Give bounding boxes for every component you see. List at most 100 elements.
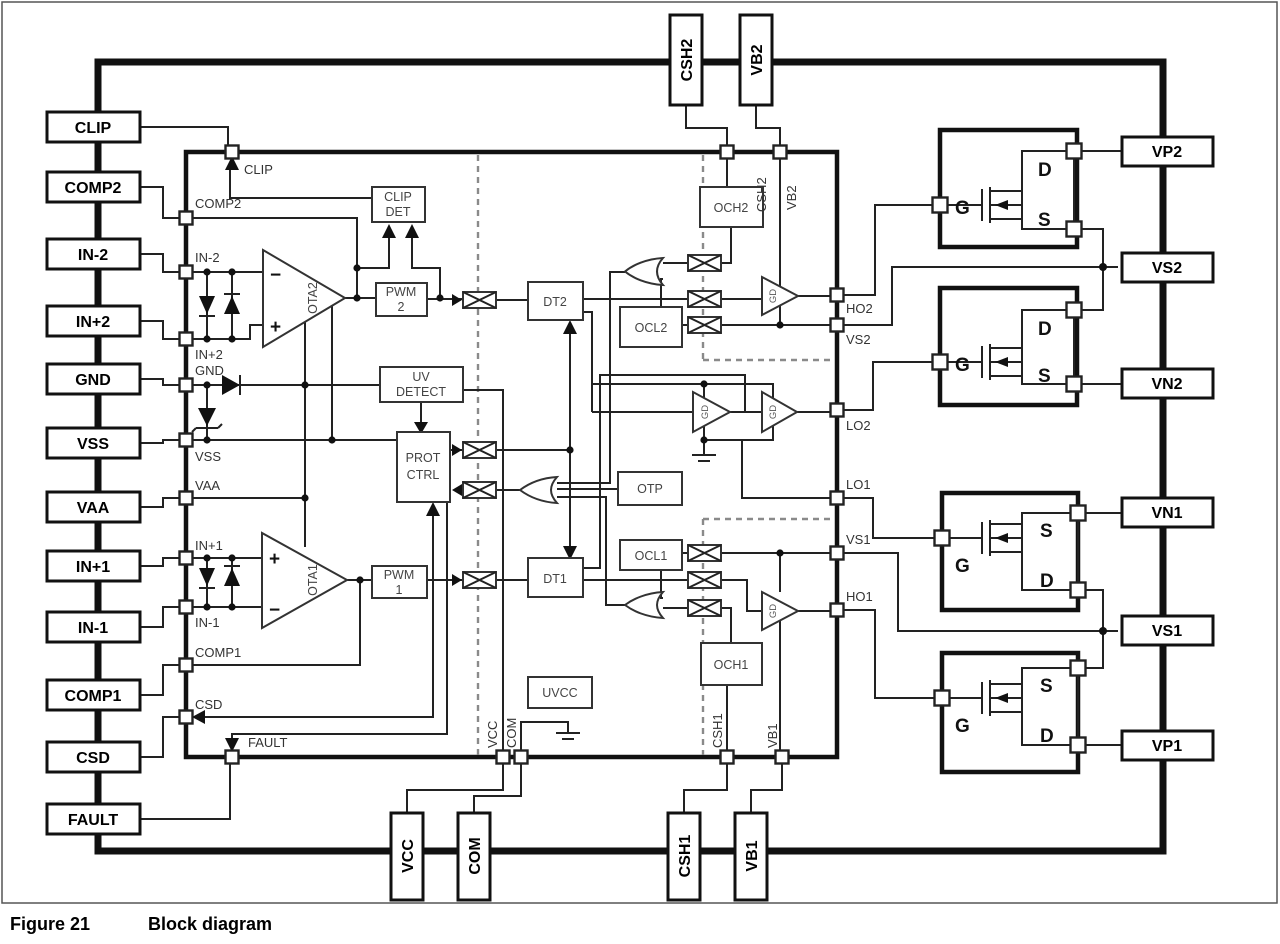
or-gate-prot-icon: [518, 475, 560, 505]
svg-text:CLIP: CLIP: [384, 190, 412, 204]
mosfet-ls1-icon: [949, 512, 1079, 591]
och2-block: [699, 186, 764, 228]
prot-ctrl-block: [396, 431, 451, 503]
or-gates: [518, 256, 666, 620]
net-vs1: VS1: [846, 532, 871, 547]
gate-drivers: GD GD GD GD: [692, 275, 801, 632]
pad-s-hs2: [1065, 220, 1083, 238]
net-vb2: VB2: [784, 185, 799, 210]
pad-comp2: [178, 210, 194, 226]
dt2-block: [527, 281, 584, 321]
csd-to-prot-arrow-icon: [426, 502, 440, 516]
gd-lo-b-symbol: [761, 390, 800, 434]
pin-csh1: CSH1: [666, 811, 702, 902]
signal-arrows: [192, 156, 577, 752]
pwm1-line2: 1: [396, 583, 403, 597]
hs1-g-label: G: [955, 716, 970, 737]
frames: [94, 58, 1167, 855]
svg-text:CSH2: CSH2: [679, 39, 696, 82]
svg-text:GND: GND: [75, 372, 111, 389]
net-comp2: COMP2: [195, 196, 241, 211]
mosfet-symbols: [947, 150, 1079, 746]
ocl2-block: [619, 306, 683, 348]
pad-g-hs1: [933, 689, 951, 707]
och1-block: [700, 642, 763, 686]
svg-text:IN-1: IN-1: [78, 620, 108, 637]
pad-fault: [224, 749, 240, 765]
ls-ocl2-icon: [687, 316, 722, 334]
pin-clip: CLIP: [45, 110, 142, 144]
hs1-s-label: S: [1040, 676, 1053, 697]
figure-border: [1, 1, 1278, 904]
pin-gnd: GND: [45, 362, 142, 396]
ls-och1-icon: [687, 599, 722, 617]
pad-gnd: [178, 377, 194, 393]
function-blocks: CLIP DET PWM 2 UV DETECT PROT CTRL PWM 1…: [371, 186, 764, 709]
net-lo2: LO2: [846, 418, 871, 433]
svg-text:COMP2: COMP2: [65, 180, 122, 197]
svg-text:DET: DET: [386, 205, 411, 219]
hs1-d-label: D: [1040, 726, 1054, 747]
input2-clamp-diodes-icon: [199, 293, 240, 317]
gd-ho1-symbol: [761, 590, 801, 632]
pad-d-ls1: [1069, 581, 1087, 599]
prot-line2: CTRL: [407, 468, 440, 482]
pin-vb1: VB1: [733, 811, 769, 902]
net-vs2: VS2: [846, 332, 871, 347]
pad-vss: [178, 432, 194, 448]
clipdet-in1-arrow-icon: [382, 224, 396, 238]
pad-ho1: [829, 602, 845, 618]
pad-g-ls1: [933, 529, 951, 547]
ota2-label: OTA2: [306, 282, 320, 314]
pad-vs1: [829, 545, 845, 561]
clip-up-arrow-icon: [225, 156, 239, 170]
net-clip: CLIP: [244, 162, 273, 177]
mosfet-module-ls2: [937, 285, 1080, 408]
ls-dt2-icon: [687, 290, 722, 308]
hs2-s-label: S: [1038, 210, 1051, 231]
ota-amplifiers: − + OTA2 + − OTA1: [261, 248, 350, 630]
net-csd: CSD: [195, 697, 222, 712]
svg-text:COM: COM: [467, 837, 484, 874]
figure-caption: Figure 21 Block diagram: [10, 914, 272, 934]
clip-det-line2: DET: [386, 205, 411, 219]
pin-vp1: VP1: [1120, 729, 1215, 762]
pin-com: COM: [456, 811, 492, 902]
gd-ho2-label: GD: [768, 289, 779, 303]
fault-down-arrow-icon: [225, 738, 239, 752]
ground-symbol-lo-icon: [692, 454, 716, 462]
pad-d-hs2: [1065, 142, 1083, 160]
svg-text:CSD: CSD: [76, 750, 110, 767]
pwm2-block: [375, 282, 428, 317]
pad-d-hs1: [1069, 736, 1087, 754]
svg-text:CLIP: CLIP: [75, 120, 112, 137]
svg-text:PWM: PWM: [386, 285, 417, 299]
pad-s-ls2: [1065, 375, 1083, 393]
pad-g-hs2: [931, 196, 949, 214]
uv-line1: UV: [412, 370, 430, 384]
pin-vn2: VN2: [1120, 367, 1215, 400]
svg-text:IN+1: IN+1: [76, 559, 110, 576]
pwm1-block: [371, 565, 428, 599]
gd-lo-a-symbol: [692, 390, 733, 434]
discrete-symbols: [191, 293, 716, 740]
ic-outline: [183, 149, 840, 760]
svg-text:VSS: VSS: [77, 436, 109, 453]
mosfet-hs2-icon: [947, 150, 1075, 230]
pad-vs2: [829, 317, 845, 333]
net-fault: FAULT: [248, 735, 288, 750]
och2-label: OCH2: [714, 201, 749, 215]
ls1-g-label: G: [955, 556, 970, 577]
junction-dots: [203, 263, 1107, 635]
svg-text:VN1: VN1: [1151, 505, 1182, 522]
pad-ho2: [829, 287, 845, 303]
net-vb1: VB1: [765, 723, 780, 748]
pad-csh2: [719, 144, 735, 160]
prot-to-dt2-arrow-icon: [563, 320, 577, 334]
svg-text:VN2: VN2: [1151, 376, 1182, 393]
pin-vb2: VB2: [738, 13, 774, 107]
net-ho1: HO1: [846, 589, 873, 604]
pin-boxes: CLIP COMP2 IN-2 IN+2 GND VSS VAA IN+1 IN…: [45, 13, 1215, 902]
svg-text:VB1: VB1: [744, 840, 761, 871]
svg-text:PWM: PWM: [384, 568, 415, 582]
